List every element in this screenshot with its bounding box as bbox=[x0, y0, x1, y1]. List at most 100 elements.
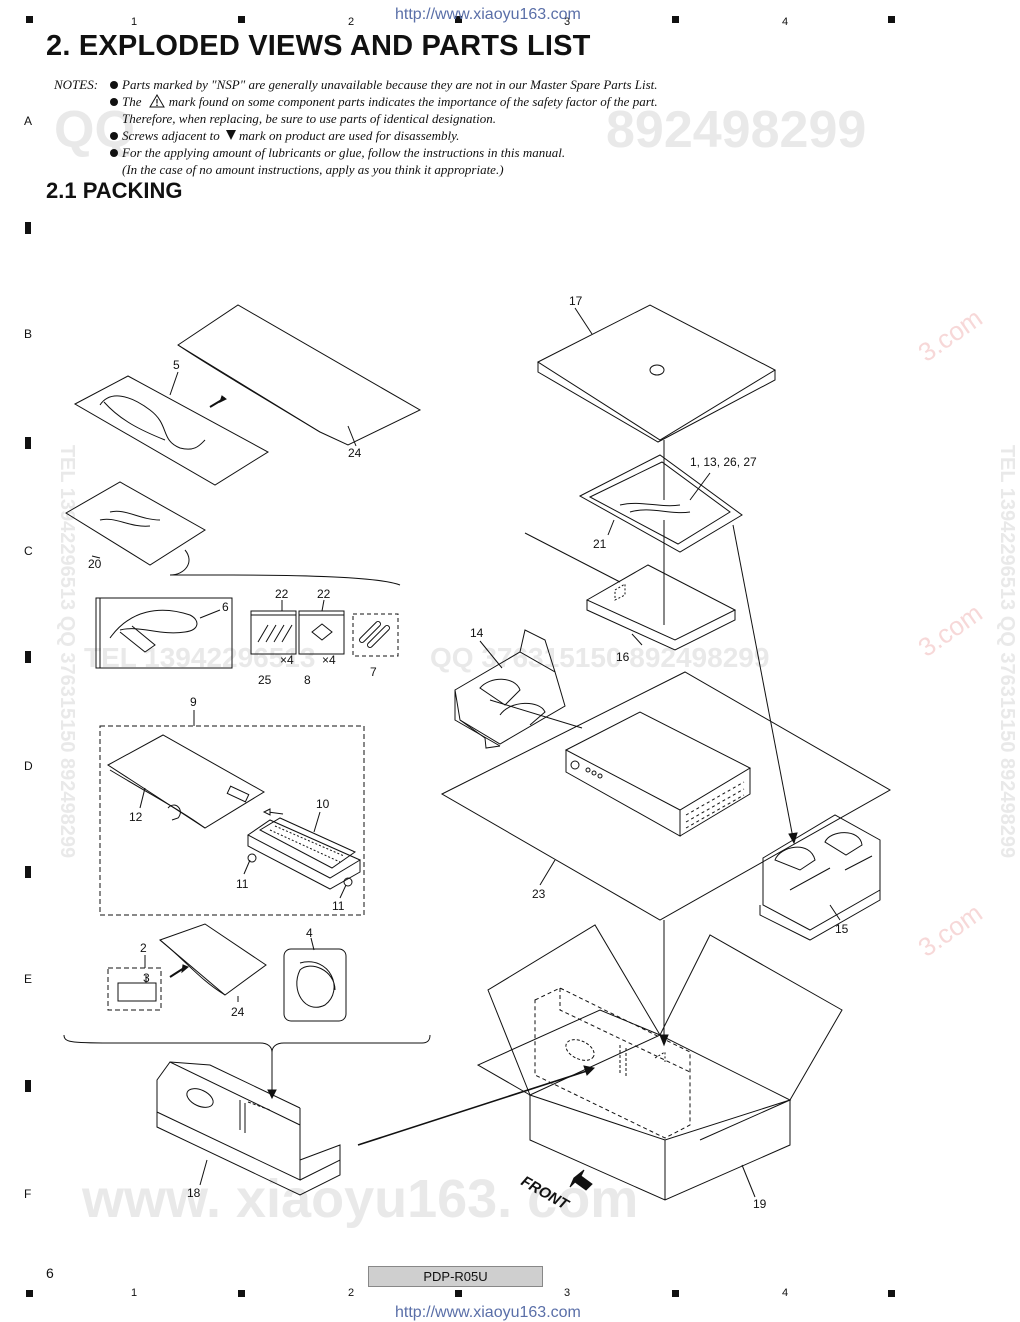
callout-14: 14 bbox=[470, 626, 484, 640]
grid-mark bbox=[888, 16, 895, 23]
grid-mark bbox=[455, 1290, 462, 1297]
note-text: (In the case of no amount instructions, … bbox=[122, 162, 504, 177]
part-9-group bbox=[99, 725, 365, 916]
note-line: Therefore, when replacing, be sure to us… bbox=[122, 110, 496, 127]
callout-18: 18 bbox=[187, 1186, 201, 1200]
callout-1-13-26-27: 1, 13, 26, 27 bbox=[690, 455, 757, 469]
grid-mark bbox=[26, 1290, 33, 1297]
callout-17: 17 bbox=[569, 294, 583, 308]
main-unit bbox=[564, 711, 752, 811]
note-text: Screws adjacent to bbox=[122, 128, 220, 143]
grid-mark bbox=[238, 16, 245, 23]
side-mark bbox=[25, 222, 31, 234]
part-3-card bbox=[117, 982, 157, 1002]
bullet-icon bbox=[110, 81, 118, 89]
note-text: mark on product are used for disassembly… bbox=[238, 128, 460, 143]
notes-lead: NOTES: bbox=[54, 77, 99, 92]
callout-4: 4 bbox=[306, 926, 313, 940]
callout-10: 10 bbox=[316, 797, 330, 811]
callout-x4: ×4 bbox=[322, 653, 336, 667]
column-number: 2 bbox=[348, 1287, 355, 1299]
part-6-cable bbox=[109, 609, 198, 639]
part-18-tray bbox=[156, 1061, 301, 1181]
side-mark bbox=[25, 1080, 31, 1092]
bullet-icon bbox=[110, 149, 118, 157]
grid-mark bbox=[26, 16, 33, 23]
part-21-bag bbox=[578, 454, 743, 553]
column-number: 1 bbox=[131, 1287, 138, 1299]
row-letter: C bbox=[24, 544, 33, 558]
row-letter: A bbox=[24, 114, 33, 128]
callout-5: 5 bbox=[173, 358, 180, 372]
watermark-qq: QQ bbox=[54, 101, 135, 159]
part-19-box bbox=[528, 1034, 792, 1141]
callout-24: 24 bbox=[231, 1005, 245, 1019]
row-letter: E bbox=[24, 972, 33, 986]
part-23-sheet bbox=[440, 671, 892, 921]
part-6-bag bbox=[95, 597, 233, 669]
part-2-group bbox=[107, 967, 162, 1011]
callout-22: 22 bbox=[317, 587, 331, 601]
callout-16: 16 bbox=[616, 650, 630, 664]
source-url-bottom[interactable]: http://www.xiaoyu163.com bbox=[395, 1304, 581, 1321]
grid-mark bbox=[238, 1290, 245, 1297]
part-5-cord bbox=[99, 395, 206, 450]
column-number: 1 bbox=[131, 16, 138, 28]
grid-mark bbox=[455, 16, 462, 23]
column-number: 3 bbox=[564, 16, 571, 28]
callout-15: 15 bbox=[835, 922, 849, 936]
side-mark bbox=[25, 651, 31, 663]
callout-11: 11 bbox=[236, 877, 249, 891]
part-24-bag-lower bbox=[159, 923, 267, 996]
callout-20: 20 bbox=[88, 557, 102, 571]
watermark-qq-number: 892498299 bbox=[606, 101, 867, 159]
note-text: Parts marked by "NSP" are generally unav… bbox=[122, 77, 658, 92]
part-17-hole bbox=[649, 364, 665, 376]
brace bbox=[63, 1034, 431, 1053]
callout-12: 12 bbox=[129, 810, 143, 824]
note-line: (In the case of no amount instructions, … bbox=[122, 161, 504, 178]
part-24-bag bbox=[177, 304, 422, 446]
note-text: Therefore, when replacing, be sure to us… bbox=[122, 111, 496, 126]
callout-11: 11 bbox=[332, 899, 345, 913]
callout-24: 24 bbox=[348, 446, 362, 460]
part-14-cushion bbox=[454, 651, 566, 745]
note-line: Parts marked by "NSP" are generally unav… bbox=[110, 76, 658, 93]
bullet-icon bbox=[110, 132, 118, 140]
part-5-bag bbox=[73, 375, 269, 486]
part-17-pad bbox=[536, 304, 777, 441]
source-url-top[interactable]: http://www.xiaoyu163.com bbox=[395, 6, 581, 23]
callout-7: 7 bbox=[370, 665, 377, 679]
model-label: PDP-R05U bbox=[368, 1266, 543, 1287]
callout-2: 2 bbox=[140, 941, 147, 955]
column-number: 2 bbox=[348, 16, 355, 28]
side-mark bbox=[25, 437, 31, 449]
watermark-tel2: QQ 376315150 892498299 bbox=[430, 642, 770, 673]
watermark-www: www. xiaoyu163. com bbox=[82, 1169, 639, 1229]
note-line: Screws adjacent to mark on product are u… bbox=[110, 127, 459, 144]
part-25-bag bbox=[250, 610, 297, 655]
note-text: The bbox=[122, 94, 142, 109]
column-number: 3 bbox=[564, 1287, 571, 1299]
grid-mark bbox=[888, 1290, 895, 1297]
callout-19: 19 bbox=[753, 1197, 767, 1211]
callout-21: 21 bbox=[593, 537, 607, 551]
section-title: 2.1 PACKING bbox=[46, 178, 183, 203]
part-4-cable bbox=[283, 948, 347, 1022]
callout-9: 9 bbox=[190, 695, 197, 709]
note-line: The mark found on some component parts i… bbox=[110, 93, 658, 110]
front-arrow-icon bbox=[569, 1169, 593, 1191]
note-text: For the applying amount of lubricants or… bbox=[122, 145, 566, 160]
part-8-bag bbox=[298, 610, 345, 655]
column-number: 4 bbox=[782, 16, 789, 28]
grid-mark bbox=[672, 1290, 679, 1297]
page-number: 6 bbox=[46, 1265, 54, 1281]
part-7-batteries bbox=[352, 613, 399, 657]
side-mark bbox=[25, 866, 31, 878]
front-label: FRONT bbox=[518, 1173, 573, 1214]
row-letter: F bbox=[24, 1187, 32, 1201]
page-title: 2. EXPLODED VIEWS AND PARTS LIST bbox=[46, 30, 591, 62]
callout-23: 23 bbox=[532, 887, 546, 901]
warning-triangle-icon bbox=[148, 94, 165, 108]
